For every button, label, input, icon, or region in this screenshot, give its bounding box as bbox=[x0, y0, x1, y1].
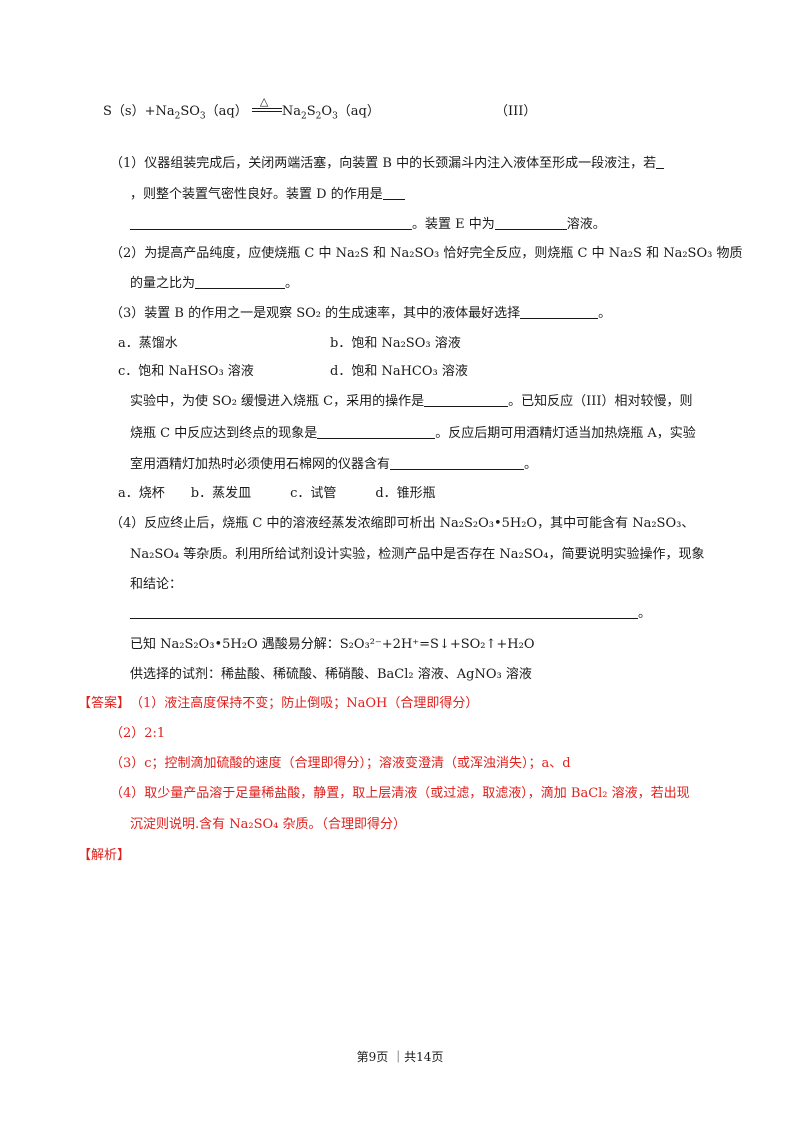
answer-tag: 【答案】 bbox=[78, 696, 131, 711]
q3-option-b: b．饱和 Na₂SO₃ 溶液 bbox=[330, 336, 461, 351]
heat-condition-equals: △ bbox=[251, 95, 282, 117]
q4-line1: （4）反应终止后，烧瓶 C 中的溶液经蒸发浓缩即可析出 Na₂S₂O₃•5H₂O… bbox=[110, 516, 695, 531]
q2-line1: （2）为提高产品纯度，应使烧瓶 C 中 Na₂S 和 Na₂SO₃ 恰好完全反应… bbox=[110, 246, 743, 261]
q3-choices: a．烧杯 b．蒸发皿 c．试管 d．锥形瓶 bbox=[118, 486, 436, 501]
q3-line1: （3）装置 B 的作用之一是观察 SO₂ 的生成速率，其中的液体最好选择。 bbox=[110, 306, 612, 321]
q4-line4: 。 bbox=[130, 602, 651, 621]
answer-4-line2: 沉淀则说明.含有 Na₂SO₄ 杂质。（合理即得分） bbox=[130, 817, 407, 832]
q2-line2: 的量之比为。 bbox=[130, 276, 299, 291]
answer-3: （3）c；控制滴加硫酸的速度（合理即得分）；溶液变澄清（或浑浊消失）；a、d bbox=[110, 756, 571, 771]
reaction-iii: S（s）+Na2SO3（aq） △Na2S2O3（aq） bbox=[103, 95, 380, 122]
q4-line3: 和结论： bbox=[130, 577, 183, 592]
q1-line3: 。装置 E 中为溶液。 bbox=[130, 213, 606, 232]
q3-option-c: c．饱和 NaHSO₃ 溶液 bbox=[118, 364, 254, 379]
answer-2: （2）2:1 bbox=[110, 726, 166, 741]
q1-line1: （1）仪器组装完成后，关闭两端活塞，向装置 B 中的长颈漏斗内注入液体至形成一段… bbox=[110, 152, 665, 171]
reaction-label: （III） bbox=[495, 104, 537, 119]
q1-line2: ，则整个装置气密性良好。装置 D 的作用是 bbox=[130, 183, 405, 202]
answer-4-line1: （4）取少量产品溶于足量稀盐酸，静置，取上层清液（或过滤，取滤液），滴加 BaC… bbox=[110, 786, 690, 801]
page-footer: 第9页 ｜共14页 bbox=[356, 1050, 444, 1064]
q4-reagents: 供选择的试剂：稀盐酸、稀硫酸、稀硝酸、BaCl₂ 溶液、AgNO₃ 溶液 bbox=[130, 667, 532, 682]
q4-known: 已知 Na₂S₂O₃•5H₂O 遇酸易分解：S₂O₃²⁻+2H⁺=S↓+SO₂↑… bbox=[130, 637, 535, 652]
answer-1: （1）液注高度保持不变；防止倒吸；NaOH（合理即得分） bbox=[130, 696, 479, 711]
q4-line2: Na₂SO₄ 等杂质。利用所给试剂设计实验，检测产品中是否存在 Na₂SO₄，简… bbox=[130, 547, 705, 562]
q3-line4: 实验中，为使 SO₂ 缓慢进入烧瓶 C，采用的操作是。已知反应（III）相对较慢… bbox=[130, 394, 693, 409]
analysis-tag: 【解析】 bbox=[78, 848, 131, 863]
q3-line5: 烧瓶 C 中反应达到终点的现象是。反应后期可用酒精灯适当加热烧瓶 A，实验 bbox=[130, 426, 696, 441]
q3-option-d: d．饱和 NaHCO₃ 溶液 bbox=[330, 364, 468, 379]
q3-option-a: a．蒸馏水 bbox=[118, 336, 178, 351]
q3-line6: 室用酒精灯加热时必须使用石棉网的仪器含有。 bbox=[130, 457, 538, 472]
